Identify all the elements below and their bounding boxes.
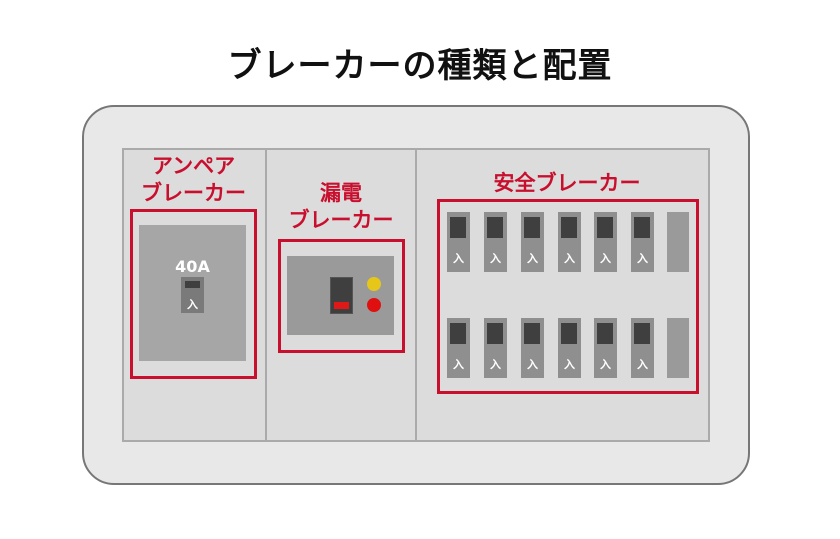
switch-on-label: 入 [527,358,538,371]
ampere-breaker-highlight [130,209,257,379]
safety-breaker-switch[interactable]: 入 [631,212,654,272]
label-line: ブレーカー [141,181,246,205]
switch-lever [524,323,540,344]
switch-on-label: 入 [453,252,464,265]
switch-lever [561,217,577,238]
switch-lever [634,217,650,238]
switch-on-label: 入 [490,252,501,265]
safety-breaker-switch[interactable]: 入 [447,212,470,272]
switch-lever [487,323,503,344]
blank-slot [667,318,689,378]
switch-on-label: 入 [600,358,611,371]
switch-indicator [334,302,349,309]
switch-lever [597,217,613,238]
leak-breaker-label: 漏電 ブレーカー [267,180,415,234]
switch-on-label: 入 [490,358,501,371]
safety-breakers-highlight [437,199,699,394]
test-button[interactable] [367,298,381,312]
leak-switch[interactable] [330,277,353,314]
switch-lever [524,217,540,238]
switch-lever [634,323,650,344]
safety-breaker-switch[interactable]: 入 [521,212,544,272]
safety-breaker-switch[interactable]: 入 [484,212,507,272]
switch-lever [597,323,613,344]
switch-lever [450,323,466,344]
safety-breaker-switch[interactable]: 入 [594,212,617,272]
safety-breaker-switch[interactable]: 入 [558,318,581,378]
divider [265,148,267,442]
switch-on-label: 入 [527,252,538,265]
safety-breaker-switch[interactable]: 入 [484,318,507,378]
switch-on-label: 入 [564,358,575,371]
switch-on-label: 入 [187,298,198,311]
switch-lever [185,281,200,288]
switch-on-label: 入 [453,358,464,371]
label-line: ブレーカー [288,208,394,232]
switch-lever [561,323,577,344]
safety-breaker-switch[interactable]: 入 [594,318,617,378]
leak-breaker-highlight [278,239,405,353]
switch-lever [487,217,503,238]
blank-slot [667,212,689,272]
divider [415,148,417,442]
switch-on-label: 入 [600,252,611,265]
switch-lever [450,217,466,238]
page-title: ブレーカーの種類と配置 [227,46,613,86]
safety-breaker-switch[interactable]: 入 [558,212,581,272]
ampere-breaker-label: アンペア ブレーカー [122,153,265,207]
label-line: アンペア [151,154,236,178]
label-line: 漏電 [320,181,362,205]
switch-on-label: 入 [637,252,648,265]
safety-breaker-switch[interactable]: 入 [447,318,470,378]
safety-breaker-switch[interactable]: 入 [521,318,544,378]
yellow-indicator-light [367,277,381,291]
switch-on-label: 入 [637,358,648,371]
ampere-rating: 40A [175,257,210,276]
safety-breaker-label: 安全ブレーカー [493,171,641,195]
ampere-switch[interactable]: 入 [181,277,204,313]
switch-on-label: 入 [564,252,575,265]
safety-breaker-switch[interactable]: 入 [631,318,654,378]
